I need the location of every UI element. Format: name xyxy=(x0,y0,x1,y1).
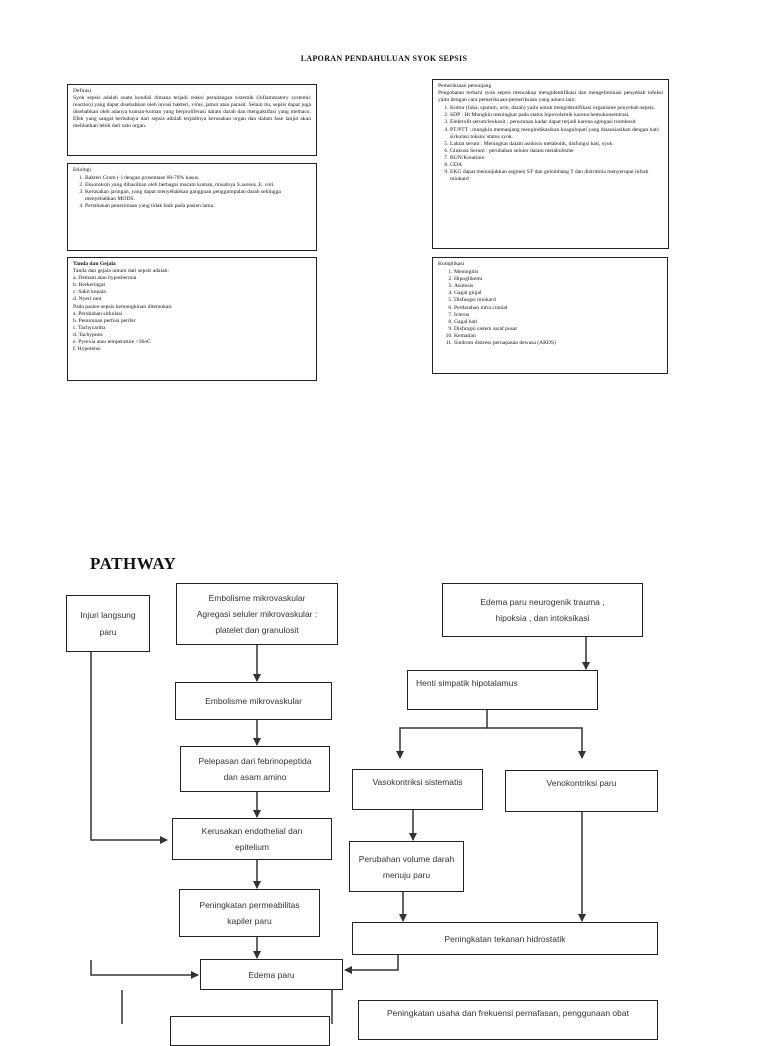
pemeriksaan-intro: Pengobatan terbaru syok sepsis mencakup … xyxy=(438,90,663,104)
edema-paru-box: Edema paru xyxy=(200,959,343,990)
arrow-injuri-to-kerusakan xyxy=(90,652,168,844)
pemeriksaan-item: Glukosa Serum : perubahan seluler dalam … xyxy=(450,148,663,155)
pemeriksaan-item: Kultur (luka, sputum, urin, darah) yaitu… xyxy=(450,105,663,112)
tanda-gejala-box: Tanda dan Gejala Tanda dan gejala umum d… xyxy=(67,257,317,381)
pelepasan-line: dan asam amino xyxy=(223,772,287,782)
partial-bottom-box xyxy=(170,1016,330,1046)
pemeriksaan-item: Elektrolit serum/leukosit : penurunan ka… xyxy=(450,119,663,126)
arrow-henti-split xyxy=(396,710,488,759)
komplikasi-item: Disfungsi miokard xyxy=(454,297,662,304)
tanda-heading: Tanda dan Gejala xyxy=(73,261,116,267)
perubahan-volume-box: Perubahan volume darah menuju paru xyxy=(349,841,464,892)
tanda-line: Tanda dan gejala umum dari sepsis adalah… xyxy=(73,268,169,275)
kerusakan-line: Kerusakan endothelial dan xyxy=(201,826,303,836)
tanda-line: f. Hypotensi xyxy=(73,346,101,353)
komplikasi-item: Gagal hati xyxy=(454,319,662,326)
komplikasi-item: Kematian xyxy=(454,333,662,340)
pemeriksaan-item: BUN/Kreatinin xyxy=(450,155,663,162)
etiologi-heading: Etiologi xyxy=(73,167,92,173)
tanda-line: b. Penurunan perfusi perifer xyxy=(73,317,136,324)
document-title: LAPORAN PENDAHULUAN SYOK SEPSIS xyxy=(300,54,468,63)
neurogenik-line: hipoksia , dan intoksikasi xyxy=(495,613,590,623)
peningkatan-usaha-label: Peningkatan usaha dan frekuensi pernafas… xyxy=(387,1008,629,1018)
emboli-agregasi-line: platelet dan granulosit xyxy=(215,625,299,635)
venokontriksi-box: Venokontriksi paru xyxy=(505,770,658,812)
komplikasi-box: Komplikasi Meningitis Hipoglikemi Asidos… xyxy=(432,257,668,374)
injuri-langsung-box: Injuri langsung paru xyxy=(66,595,150,652)
komplikasi-item: Icterus xyxy=(454,312,662,319)
definisi-heading: Definisi xyxy=(73,88,92,94)
permeabilitas-box: Peningkatan permeabilitas kapiler paru xyxy=(179,889,320,937)
emboli-label: Embolisme mikrovaskular xyxy=(205,696,302,706)
tanda-line: d. Nyeri otot xyxy=(73,296,102,303)
hidrostatik-label: Peningkatan tekanan hidrostatik xyxy=(444,933,566,944)
komplikasi-item: Disfungsi sistem saraf pusat xyxy=(454,326,662,333)
peningkatan-usaha-box: Peningkatan usaha dan frekuensi pernafas… xyxy=(358,1000,658,1040)
tanda-line: c. Sakit kepala xyxy=(73,289,106,296)
arrow-henti-split-right xyxy=(487,727,586,759)
neurogenik-box: Edema paru neurogenik trauma , hipoksia … xyxy=(442,583,643,637)
pelepasan-line: Pelepasan dari febrinopeptida xyxy=(198,756,312,766)
henti-simpatik-box: Henti simpatik hipotalamus xyxy=(407,670,598,710)
neurogenik-line: Edema paru neurogenik trauma , xyxy=(480,597,605,607)
pemeriksaan-item: EKG dapat menunjukkan segmen ST dan gelo… xyxy=(450,169,663,183)
etiologi-item: Eksotoksin yang dihasilkan oleh berbagai… xyxy=(85,182,311,189)
etiologi-item: Bakteri Gram (-) dengan prosentase 60-70… xyxy=(85,175,311,182)
pemeriksaan-item: GDA xyxy=(450,162,663,169)
komplikasi-item: Meningitis xyxy=(454,269,662,276)
tanda-line: a. Perubahan sirkulasi xyxy=(73,310,123,317)
injuri-label: Injuri langsung paru xyxy=(80,609,136,637)
etiologi-item: Kerusakan jaringan, yang dapat menyebabk… xyxy=(85,189,311,203)
edema-label: Edema paru xyxy=(248,969,295,980)
pemeriksaan-item: SDP : Ht Mungkin meningkat pada status h… xyxy=(450,112,663,119)
emboli-agregasi-box: Embolisme mikrovaskular Agregasi seluler… xyxy=(176,583,338,645)
komplikasi-item: Gagal ginjal xyxy=(454,290,662,297)
etiologi-item: Pertahanan penerimaan yang tidak baik pa… xyxy=(85,203,311,210)
pemeriksaan-item: PT/PTT : mungkin memanjang mengindikasik… xyxy=(450,127,663,141)
tanda-line: Pada pasien sepsis kemungkinan ditemukan… xyxy=(73,303,173,310)
komplikasi-heading: Komplikasi xyxy=(438,261,465,267)
venokontriksi-label: Venokontriksi paru xyxy=(546,778,617,788)
komplikasi-item: Perdarahan intra cranial xyxy=(454,305,662,312)
komplikasi-item: Asidosis xyxy=(454,283,662,290)
permeabilitas-line: Peningkatan permeabilitas xyxy=(199,900,300,910)
tanda-line: c. Tachycardia xyxy=(73,324,106,331)
pathway-arrows xyxy=(90,637,590,1024)
perubahan-volume-line: Perubahan volume darah xyxy=(358,853,455,864)
tanda-line: e. Pyrexia atau temperature <36oC xyxy=(73,339,151,346)
arrow-hidrostatik-to-edema xyxy=(344,955,399,974)
vasokontriksi-box: Vasokontriksi sistematis xyxy=(352,769,483,810)
tanda-line: d. Tachypnea xyxy=(73,331,103,338)
komplikasi-item: Sindrom distress pernapasan dewasa (ARDS… xyxy=(454,340,662,347)
arrow-left-to-edema xyxy=(90,960,199,979)
pemeriksaan-item: Laktat serum : Meningkat dalam asidosis … xyxy=(450,141,663,148)
vasokontriksi-label: Vasokontriksi sistematis xyxy=(372,777,463,787)
emboli-box: Embolisme mikrovaskular xyxy=(175,682,332,720)
tanda-line: a. Demam atau hypothermia xyxy=(73,275,137,282)
perubahan-volume-line: menuju paru xyxy=(382,869,431,880)
pemeriksaan-heading: Pemeriksaan penunjang xyxy=(438,83,492,89)
definisi-box: Definisi Syok sepsis adalah suatu kondis… xyxy=(67,84,317,156)
tanda-line: b. Berkeringat xyxy=(73,282,105,289)
kerusakan-box: Kerusakan endothelial dan epitelium xyxy=(172,818,332,860)
henti-label: Henti simpatik hipotalamus xyxy=(416,678,518,688)
hidrostatik-box: Peningkatan tekanan hidrostatik xyxy=(352,922,658,955)
etiologi-box: Etiologi Bakteri Gram (-) dengan prosent… xyxy=(67,163,317,251)
pemeriksaan-box: Pemeriksaan penunjang Pengobatan terbaru… xyxy=(432,79,669,249)
emboli-agregasi-line: Embolisme mikrovaskular xyxy=(208,593,306,603)
permeabilitas-line: kapiler paru xyxy=(227,916,272,926)
kerusakan-line: epitelium xyxy=(234,842,270,852)
pelepasan-box: Pelepasan dari febrinopeptida dan asam a… xyxy=(180,746,330,792)
definisi-text: Syok sepsis adalah suatu kondisi dimana … xyxy=(73,95,311,130)
emboli-agregasi-line: Agregasi seluler mikrovaskular : xyxy=(196,609,318,619)
pathway-title: PATHWAY xyxy=(90,554,177,573)
komplikasi-item: Hipoglikemi xyxy=(454,276,662,283)
